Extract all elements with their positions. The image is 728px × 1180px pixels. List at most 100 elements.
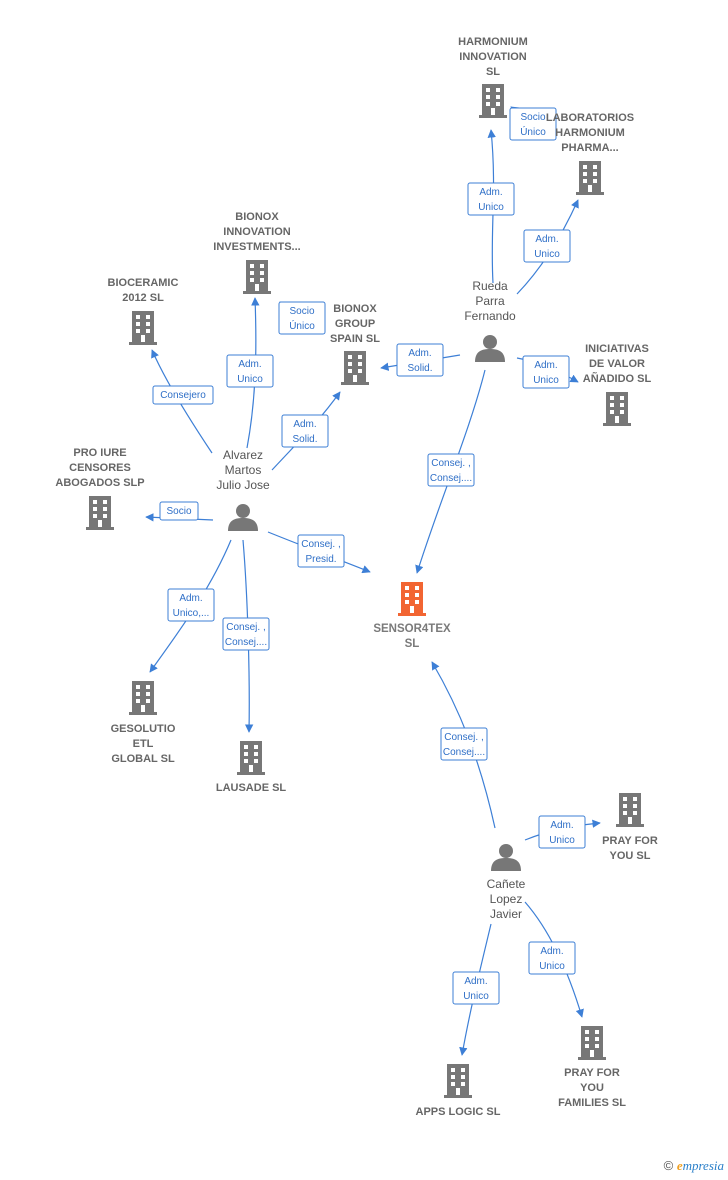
node-label[interactable]: INICIATIVAS bbox=[585, 343, 649, 355]
relation-label[interactable]: Adm.Unico,... bbox=[167, 588, 215, 622]
node-label[interactable]: 2012 SL bbox=[122, 292, 164, 304]
node-harmonium[interactable]: HARMONIUM INNOVATION SL bbox=[458, 36, 528, 118]
node-label[interactable]: ABOGADOS SLP bbox=[55, 477, 144, 489]
relation-label[interactable]: Adm.Unico bbox=[538, 815, 586, 849]
relation-label-box[interactable] bbox=[222, 617, 270, 651]
node-label[interactable]: Martos bbox=[225, 463, 262, 477]
relation-label-box[interactable] bbox=[427, 453, 475, 487]
relation-label-box[interactable] bbox=[523, 229, 571, 263]
relation-label-box[interactable] bbox=[522, 355, 570, 389]
node-label[interactable]: LAUSADE SL bbox=[216, 782, 287, 794]
empresia-logo[interactable]: empresia bbox=[676, 1158, 724, 1173]
node-label[interactable]: INNOVATION bbox=[223, 226, 290, 238]
node-label[interactable]: PRAY FOR bbox=[602, 835, 658, 847]
relation-label-box[interactable] bbox=[167, 588, 215, 622]
building-icon[interactable] bbox=[616, 793, 644, 827]
relation-label[interactable]: Consejero bbox=[152, 385, 214, 405]
building-icon[interactable] bbox=[444, 1064, 472, 1098]
building-icon[interactable] bbox=[237, 741, 265, 775]
node-label[interactable]: FAMILIES SL bbox=[558, 1097, 626, 1109]
node-label[interactable]: Parra bbox=[475, 294, 505, 308]
person-icon[interactable] bbox=[475, 335, 505, 362]
node-iniciativas[interactable]: INICIATIVAS DE VALOR AÑADIDO SL bbox=[583, 343, 652, 426]
node-label[interactable]: BIONOX bbox=[235, 211, 279, 223]
node-label[interactable]: PRO IURE bbox=[73, 447, 126, 459]
relation-label[interactable]: Adm.Unico bbox=[528, 941, 576, 975]
relation-label-box[interactable] bbox=[528, 941, 576, 975]
node-label[interactable]: SL bbox=[486, 66, 500, 78]
node-apps_logic[interactable]: APPS LOGIC SL bbox=[416, 1064, 501, 1118]
relation-label[interactable]: Adm.Unico bbox=[523, 229, 571, 263]
node-laboratorios[interactable]: LABORATORIOS HARMONIUM PHARMA... bbox=[546, 112, 634, 195]
building-icon[interactable] bbox=[129, 681, 157, 715]
relation-label-box[interactable] bbox=[440, 727, 488, 761]
node-label[interactable]: LABORATORIOS bbox=[546, 112, 634, 124]
relation-label[interactable]: Adm.Unico bbox=[452, 971, 500, 1005]
building-icon[interactable] bbox=[578, 1026, 606, 1060]
node-label[interactable]: Javier bbox=[490, 907, 522, 921]
relation-label-box[interactable] bbox=[509, 107, 557, 141]
building-icon[interactable] bbox=[479, 84, 507, 118]
node-bioceramic[interactable]: BIOCERAMIC 2012 SL bbox=[108, 277, 179, 345]
node-label[interactable]: BIONOX bbox=[333, 303, 377, 315]
relation-label[interactable]: Adm.Solid. bbox=[396, 343, 444, 377]
relation-label[interactable]: Consej. ,Consej.... bbox=[427, 453, 475, 487]
node-label[interactable]: SL bbox=[405, 638, 420, 650]
node-label[interactable]: PHARMA... bbox=[561, 142, 618, 154]
relation-label[interactable]: Adm.Unico bbox=[522, 355, 570, 389]
node-label[interactable]: BIOCERAMIC bbox=[108, 277, 179, 289]
building-icon[interactable] bbox=[243, 260, 271, 294]
node-label[interactable]: INVESTMENTS... bbox=[213, 241, 300, 253]
building-icon[interactable] bbox=[576, 161, 604, 195]
building-icon[interactable] bbox=[129, 311, 157, 345]
node-label[interactable]: SPAIN SL bbox=[330, 333, 380, 345]
node-lausade[interactable]: LAUSADE SL bbox=[216, 741, 287, 794]
relation-label[interactable]: Consej. ,Presid. bbox=[297, 534, 345, 568]
relation-label-box[interactable] bbox=[467, 182, 515, 216]
relation-label-box[interactable] bbox=[159, 501, 199, 521]
node-sensor4tex[interactable]: SENSOR4TEX SL bbox=[373, 582, 451, 650]
relation-label[interactable]: Adm.Unico bbox=[467, 182, 515, 216]
node-label[interactable]: ETL bbox=[133, 738, 154, 750]
relation-label-box[interactable] bbox=[281, 414, 329, 448]
relation-label[interactable]: Consej. ,Consej.... bbox=[222, 617, 270, 651]
node-bionox_group[interactable]: BIONOX GROUP SPAIN SL bbox=[330, 303, 380, 385]
node-label[interactable]: DE VALOR bbox=[589, 358, 645, 370]
relation-label-box[interactable] bbox=[297, 534, 345, 568]
node-label[interactable]: INNOVATION bbox=[459, 51, 526, 63]
relation-label-box[interactable] bbox=[538, 815, 586, 849]
node-label[interactable]: Rueda bbox=[472, 279, 508, 293]
building-icon[interactable] bbox=[86, 496, 114, 530]
node-label[interactable]: YOU bbox=[580, 1082, 604, 1094]
node-label[interactable]: AÑADIDO SL bbox=[583, 372, 652, 385]
relation-label-box[interactable] bbox=[396, 343, 444, 377]
relation-label-box[interactable] bbox=[452, 971, 500, 1005]
node-label[interactable]: Julio Jose bbox=[216, 478, 270, 492]
node-label[interactable]: CENSORES bbox=[69, 462, 131, 474]
relation-label[interactable]: Consej. ,Consej.... bbox=[440, 727, 488, 761]
node-label[interactable]: APPS LOGIC SL bbox=[416, 1106, 501, 1118]
node-label[interactable]: GROUP bbox=[335, 318, 375, 330]
node-label[interactable]: Cañete bbox=[487, 877, 526, 891]
node-pro_iure[interactable]: PRO IURE CENSORES ABOGADOS SLP bbox=[55, 447, 145, 530]
node-gesolutio[interactable]: GESOLUTIO ETL GLOBAL SL bbox=[111, 681, 176, 765]
node-label[interactable]: HARMONIUM bbox=[555, 127, 625, 139]
person-icon[interactable] bbox=[491, 844, 521, 871]
node-label[interactable]: SENSOR4TEX bbox=[373, 623, 451, 635]
building-icon[interactable] bbox=[603, 392, 631, 426]
node-label[interactable]: Lopez bbox=[490, 892, 523, 906]
node-label[interactable]: GLOBAL SL bbox=[111, 753, 175, 765]
node-label[interactable]: HARMONIUM bbox=[458, 36, 528, 48]
node-pray_you[interactable]: PRAY FOR YOU SL bbox=[602, 793, 658, 862]
node-label[interactable]: Fernando bbox=[464, 309, 516, 323]
node-label[interactable]: YOU SL bbox=[610, 850, 651, 862]
relation-label-box[interactable] bbox=[278, 301, 326, 335]
node-label[interactable]: GESOLUTIO bbox=[111, 723, 176, 735]
relation-label[interactable]: Adm.Unico bbox=[226, 354, 274, 388]
building-icon[interactable] bbox=[398, 582, 426, 616]
building-icon[interactable] bbox=[341, 351, 369, 385]
